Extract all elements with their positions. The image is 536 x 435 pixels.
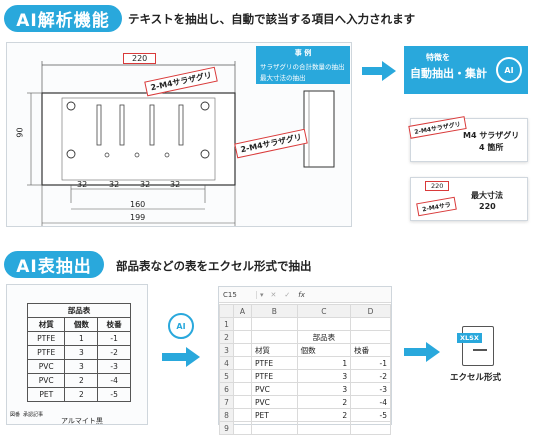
excel-title[interactable]: 部品表: [296, 330, 352, 344]
result-card-count: 2-M4サラザグリ M4 サラザグリ 4 箇所: [408, 116, 528, 162]
ai-icon: AI: [496, 57, 522, 83]
section1-title-pill: AI解析機能: [4, 5, 122, 32]
xlsx-label: エクセル形式: [450, 373, 502, 383]
section2-title: AI表抽出: [16, 257, 92, 277]
doc-header: 枝番: [97, 317, 131, 332]
cell-ref-dropdown-icon[interactable]: ▾: [260, 290, 264, 299]
ai-icon-section2: AI: [168, 313, 194, 339]
col-header[interactable]: B: [251, 304, 298, 318]
row-header[interactable]: 3: [219, 343, 234, 357]
row-header[interactable]: 9: [219, 421, 234, 435]
excel-formula-bar: C15 ▾ ✕ ✓ fx: [219, 287, 391, 303]
dim-90: 90: [15, 127, 25, 138]
card1-text2: 4 箇所: [479, 143, 504, 152]
dim-160: 160: [130, 200, 146, 209]
section2-title-pill: AI表抽出: [4, 251, 104, 278]
cell-ref[interactable]: C15: [219, 290, 257, 299]
dim-32-a: 32: [77, 180, 88, 189]
doc-footer-right: 承認記事: [23, 412, 44, 418]
flow-arrow-bar-2: [162, 353, 188, 361]
card2-tag2: 2-M4サラ: [416, 196, 457, 217]
section2-description: 部品表などの表をエクセル形式で抽出: [116, 259, 312, 273]
row-header[interactable]: 1: [219, 317, 234, 331]
flow-arrow-2: [186, 347, 200, 367]
row-header[interactable]: 2: [219, 330, 234, 344]
card1-tag: 2-M4サラザグリ: [408, 116, 467, 139]
example-line-2: 最大寸法の抽出: [260, 74, 306, 82]
xlsx-file-icon: XLSX: [457, 326, 494, 366]
dim-220: 220: [123, 53, 157, 64]
dim-32-d: 32: [170, 180, 181, 189]
result-line-2: 自動抽出・集計: [410, 67, 487, 80]
doc-header: 個数: [64, 317, 99, 332]
dim-32-c: 32: [140, 180, 151, 189]
dim-199: 199: [130, 213, 146, 222]
flow-arrow-bar-3: [404, 348, 428, 356]
col-header[interactable]: D: [350, 304, 391, 318]
card2-text1: 最大寸法: [471, 191, 503, 200]
section1-description: テキストを抽出し、自動で該当する項目へ入力されます: [128, 12, 416, 26]
section1-title: AI解析機能: [16, 11, 110, 31]
col-header[interactable]: C: [296, 304, 352, 318]
doc-header: 材質: [26, 317, 66, 332]
example-line-1: サラザグリの合計数量の抽出: [260, 63, 345, 71]
doc-table-title: 部品表: [27, 303, 131, 318]
result-line-1: 特徴を: [426, 53, 450, 62]
example-box: 事 例 サラザグリの合計数量の抽出 最大寸法の抽出: [256, 46, 350, 84]
card1-text1: M4 サラザグリ: [463, 131, 520, 140]
result-card-max-dim: 220 2-M4サラ 最大寸法 220: [410, 177, 528, 221]
example-heading: 事 例: [294, 49, 312, 57]
card2-text2: 220: [479, 202, 496, 211]
card2-tag: 220: [425, 181, 450, 191]
dim-32-b: 32: [109, 180, 120, 189]
flow-arrow-1: [382, 61, 396, 81]
flow-arrow-bar-1: [362, 67, 384, 75]
fx-icon[interactable]: fx: [298, 290, 305, 299]
doc-footer-left: 図番: [10, 412, 21, 418]
cancel-icon[interactable]: ✕: [270, 290, 277, 299]
result-box: 特徴を 自動抽出・集計 AI: [404, 46, 528, 94]
confirm-icon[interactable]: ✓: [284, 290, 291, 299]
technical-drawing: [27, 61, 335, 226]
xlsx-badge: XLSX: [457, 333, 482, 343]
flow-arrow-3: [426, 342, 440, 362]
col-header[interactable]: A: [233, 304, 252, 318]
doc-bottom-text: アルマイト黒: [61, 417, 103, 425]
